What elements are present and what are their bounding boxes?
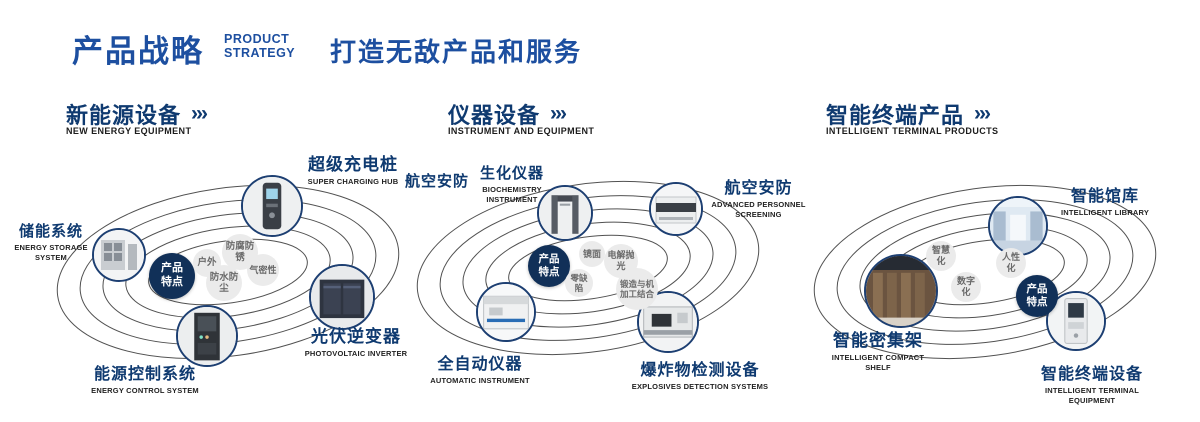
section-instrument-title: 仪器设备 ››› (448, 98, 567, 130)
energy-control-photo (178, 307, 236, 365)
pv-inverter-photo-circle (309, 264, 375, 330)
smart-library-photo-circle (988, 196, 1048, 256)
label-intelligent-library-en: INTELLIGENT LIBRARY (1060, 208, 1150, 217)
page-title-en-line2: STRATEGY (224, 45, 296, 60)
label-biochemistry-cn: 生化仪器 (479, 165, 544, 182)
label-compact-shelf: 智能密集架 INTELLIGENT COMPACT SHELF (818, 326, 938, 373)
label-pv-inverter: 光伏逆变器 PHOTOVOLTAIC INVERTER (296, 322, 416, 359)
energy-storage-photo-circle (92, 228, 146, 282)
energy-storage-photo (94, 230, 144, 280)
section-terminal-subtitle: INTELLIGENT TERMINAL PRODUCTS (826, 126, 999, 136)
triple-chevron-icon: ››› (550, 102, 567, 125)
label-charging-hub-en: SUPER CHARGING HUB (307, 177, 399, 186)
feature-bubble-digital: 数字化 (951, 272, 981, 302)
label-compact-shelf-cn: 智能密集架 (833, 331, 923, 350)
pv-inverter-photo (311, 266, 373, 328)
label-energy-storage-cn: 储能系统 (18, 223, 83, 240)
label-charging-hub: 超级充电桩 SUPER CHARGING HUB (298, 150, 408, 187)
smart-library-photo (990, 198, 1046, 254)
label-charging-hub-cn: 超级充电桩 (308, 155, 398, 174)
product-features-badge-text: 产品特点 (538, 252, 560, 278)
product-features-badge-text: 产品特点 (1026, 282, 1048, 308)
label-energy-control-cn: 能源控制系统 (93, 366, 196, 383)
auto-analyzer-photo-circle (476, 282, 536, 342)
label-biochemistry-en: BIOCHEMISTRY INSTRUMENT (482, 185, 542, 204)
label-personnel-screening-cn: 航空安防 (724, 180, 793, 197)
feature-bubble-mirror: 镜面 (579, 241, 605, 267)
label-energy-storage: 储能系统 ENERGY STORAGE SYSTEM (8, 220, 94, 263)
page-title-en: PRODUCT STRATEGY (224, 32, 296, 61)
feature-bubble-waterproof: 防水防尘 (206, 265, 242, 301)
product-features-badge: 产品特点 (528, 245, 570, 287)
label-personnel-screening-en: ADVANCED PERSONNEL SCREENING (711, 200, 806, 219)
product-features-badge: 产品特点 (149, 253, 195, 299)
label-compact-shelf-en: INTELLIGENT COMPACT SHELF (831, 353, 925, 372)
page-slogan: 打造无敌产品和服务 (330, 37, 583, 67)
feature-bubble-forging-machining: 锻造与机加工结合 (616, 268, 658, 310)
label-terminal-equipment-en: INTELLIGENT TERMINAL EQUIPMENT (1045, 386, 1139, 405)
label-explosives-detection-en: EXPLOSIVES DETECTION SYSTEMS (631, 382, 769, 391)
label-intelligent-library-cn: 智能馆库 (1070, 188, 1139, 205)
section-instrument-title-text: 仪器设备 (448, 103, 541, 128)
security-gate-photo (539, 187, 591, 239)
label-energy-control: 能源控制系统 ENERGY CONTROL SYSTEM (80, 360, 210, 396)
feature-bubble-zero-defect: 零缺陷 (565, 269, 593, 297)
label-energy-storage-en: ENERGY STORAGE SYSTEM (14, 243, 88, 262)
label-aviation-security-left-cn: 航空安防 (404, 173, 469, 190)
product-features-badge-text: 产品特点 (161, 262, 183, 288)
screening-machine-photo-circle (649, 182, 703, 236)
charging-pile-photo (243, 177, 301, 235)
label-energy-control-en: ENERGY CONTROL SYSTEM (91, 386, 199, 395)
section-new-energy-title: 新能源设备 ››› (66, 98, 208, 130)
auto-analyzer-photo (478, 284, 534, 340)
label-explosives-detection-cn: 爆炸物检测设备 (640, 362, 760, 379)
screening-machine-photo (651, 184, 701, 234)
label-intelligent-library: 智能馆库 INTELLIGENT LIBRARY (1050, 182, 1160, 218)
section-new-energy-subtitle: NEW ENERGY EQUIPMENT (66, 126, 192, 136)
section-terminal-title-text: 智能终端产品 (826, 103, 965, 128)
section-terminal-title: 智能终端产品 ››› (826, 98, 991, 130)
section-instrument-subtitle: INSTRUMENT AND EQUIPMENT (448, 126, 595, 136)
section-new-energy-title-text: 新能源设备 (66, 103, 182, 128)
label-explosives-detection: 爆炸物检测设备 EXPLOSIVES DETECTION SYSTEMS (625, 356, 775, 392)
feature-bubble-airtight: 气密性 (247, 254, 279, 286)
label-automatic-instrument: 全自动仪器 AUTOMATIC INSTRUMENT (425, 350, 535, 386)
label-terminal-equipment: 智能终端设备 INTELLIGENT TERMINAL EQUIPMENT (1022, 360, 1162, 406)
label-automatic-instrument-cn: 全自动仪器 (437, 356, 523, 373)
label-biochemistry: 生化仪器 BIOCHEMISTRY INSTRUMENT (462, 162, 562, 205)
energy-control-photo-circle (176, 305, 238, 367)
label-terminal-equipment-cn: 智能终端设备 (1040, 366, 1143, 383)
terminal-kiosk-photo (1048, 293, 1104, 349)
label-automatic-instrument-en: AUTOMATIC INSTRUMENT (430, 376, 530, 385)
feature-bubble-humanized: 人性化 (996, 248, 1026, 278)
label-pv-inverter-en: PHOTOVOLTAIC INVERTER (304, 349, 408, 358)
triple-chevron-icon: ››› (191, 102, 208, 125)
page-title: 产品战略 (72, 34, 204, 69)
page-title-en-line1: PRODUCT (224, 32, 290, 46)
compact-shelf-photo-circle (864, 254, 938, 328)
charging-pile-photo-circle (241, 175, 303, 237)
label-personnel-screening: 航空安防 ADVANCED PERSONNEL SCREENING (706, 174, 811, 220)
product-features-badge: 产品特点 (1016, 275, 1058, 317)
triple-chevron-icon: ››› (974, 102, 991, 125)
label-aviation-security-left: 航空安防 (402, 170, 472, 191)
security-gate-photo-circle (537, 185, 593, 241)
label-pv-inverter-cn: 光伏逆变器 (311, 327, 401, 346)
compact-shelf-photo (866, 256, 936, 326)
feature-bubble-smart: 智慧化 (926, 241, 956, 271)
